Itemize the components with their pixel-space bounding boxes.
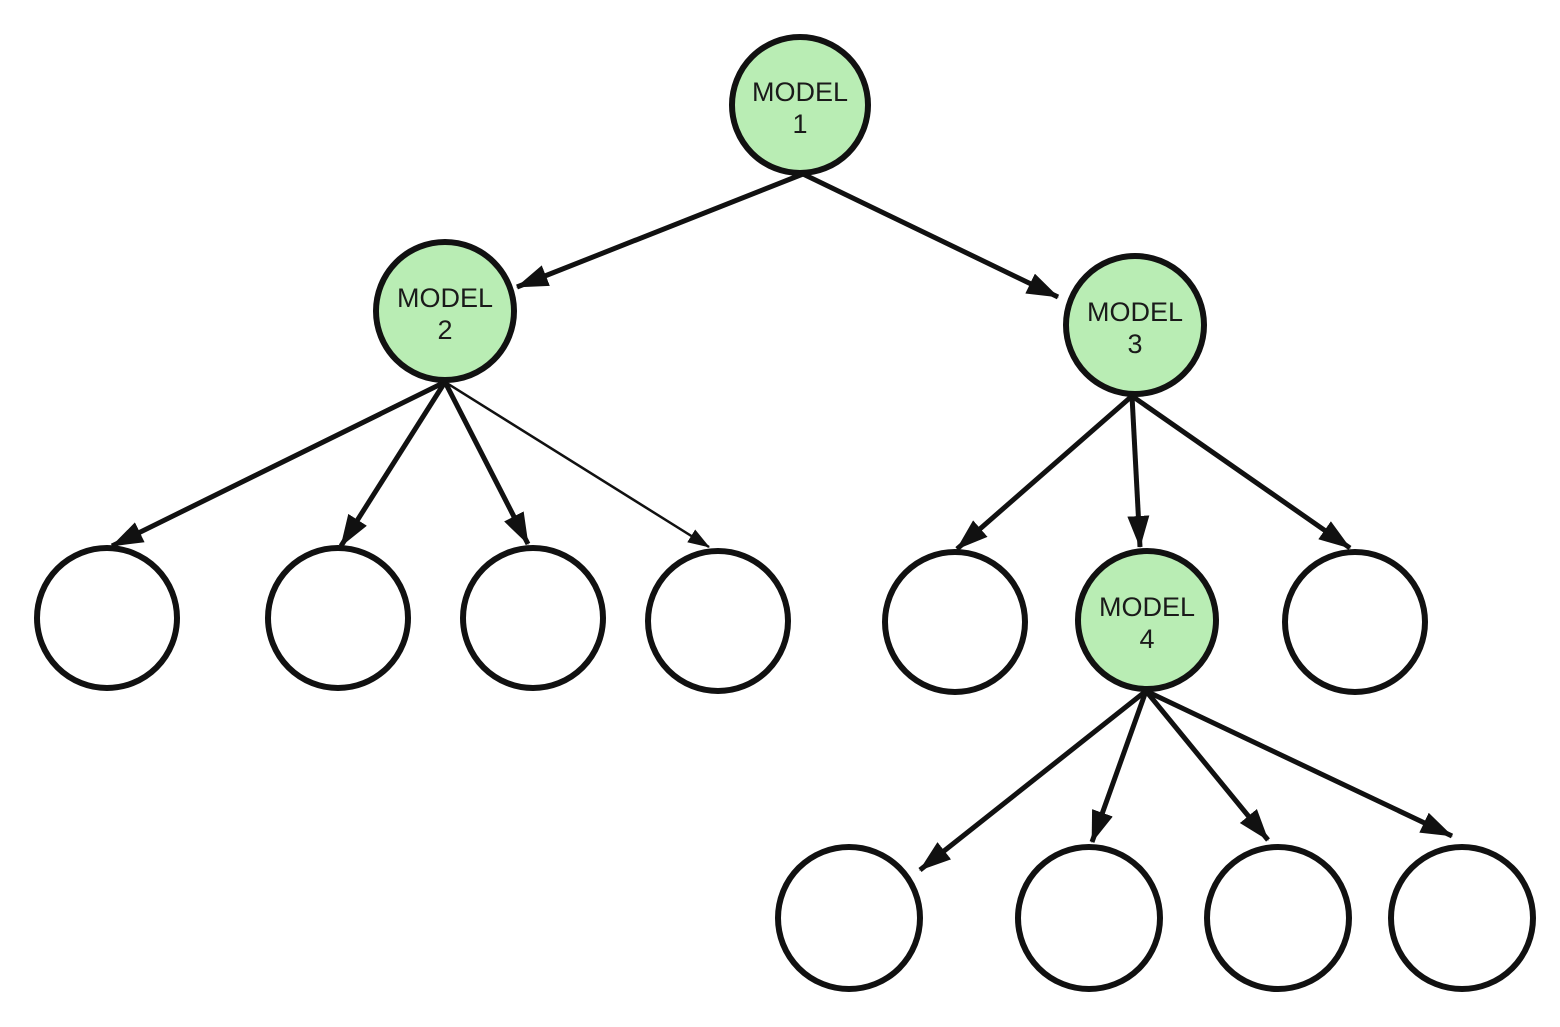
leaf-node-c2	[1015, 844, 1163, 992]
leaf-node-b1	[882, 549, 1028, 695]
edge-model1-model3	[801, 171, 1060, 300]
node-model-4-label: MODEL	[1099, 592, 1195, 622]
node-model-3-number: 3	[1127, 329, 1142, 359]
edge-model4-leaf-c1	[918, 689, 1148, 872]
edges	[110, 171, 1454, 872]
node-model-2-label: MODEL	[397, 283, 493, 313]
node-model-1-label: MODEL	[752, 77, 848, 107]
edge-model3-leaf-b1	[955, 394, 1134, 551]
leaf-node-b2	[1282, 549, 1428, 695]
leaf-node-a2	[265, 545, 411, 691]
leaf-node-c3	[1204, 844, 1352, 992]
node-model-2-circle	[373, 239, 517, 383]
node-model-3-label: MODEL	[1087, 297, 1183, 327]
edge-model3-leaf-b2	[1130, 393, 1352, 551]
edge-model2-leaf-a2	[338, 380, 448, 548]
model-nodes: MODEL 1 MODEL 2 MODEL 3 MODEL 4	[373, 34, 1219, 692]
node-model-4-circle	[1075, 548, 1219, 692]
node-model-1: MODEL 1	[729, 34, 871, 176]
edge-model2-leaf-a3	[442, 380, 531, 546]
node-model-3: MODEL 3	[1063, 253, 1207, 397]
edge-model2-leaf-a1	[110, 379, 447, 549]
leaf-node-a1	[34, 545, 180, 691]
node-model-4: MODEL 4	[1075, 548, 1219, 692]
node-model-1-circle	[729, 34, 871, 176]
edge-model2-leaf-a4	[444, 380, 710, 549]
node-model-2: MODEL 2	[373, 239, 517, 383]
node-model-1-number: 1	[792, 109, 807, 139]
leaf-node-c1	[775, 844, 923, 992]
node-model-3-circle	[1063, 253, 1207, 397]
leaf-node-c4	[1388, 844, 1536, 992]
leaf-node-a3	[460, 545, 606, 691]
node-model-4-number: 4	[1139, 624, 1154, 654]
edge-model4-leaf-c2	[1089, 690, 1149, 843]
edge-model3-model4	[1127, 395, 1150, 548]
edge-model1-model2	[516, 171, 804, 290]
edge-model4-leaf-c4	[1144, 688, 1454, 839]
node-model-2-number: 2	[437, 315, 452, 345]
edge-model4-leaf-c3	[1144, 689, 1270, 842]
leaf-nodes	[34, 545, 1536, 992]
leaf-node-a4	[645, 548, 791, 694]
